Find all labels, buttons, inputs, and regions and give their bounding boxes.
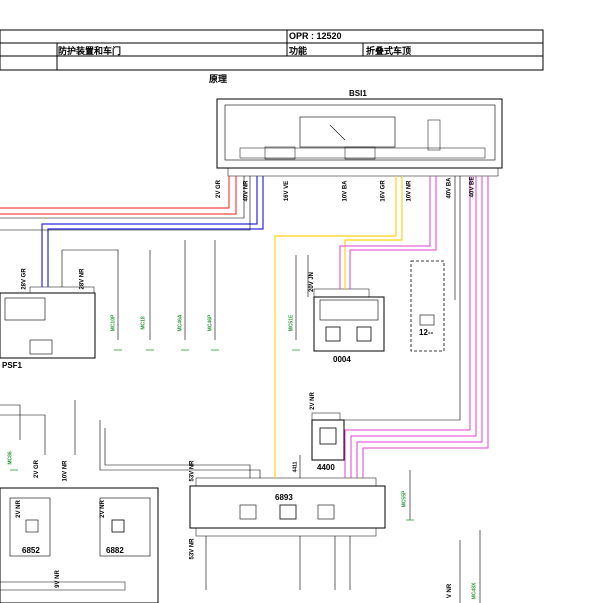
module-6893-label: 6893 <box>275 493 293 502</box>
left-connector-label: 9V NR <box>54 570 61 588</box>
module-12-label: 12-- <box>419 328 434 337</box>
module-6882-connector-label: 2V NR <box>99 500 106 518</box>
modules-6852-6882 <box>0 487 159 603</box>
wire-code: MC55P <box>401 490 408 508</box>
header-function-value: 折叠式车顶 <box>366 46 412 56</box>
red-wires <box>0 176 237 215</box>
psf-connector-label: 28V NR <box>79 268 86 290</box>
header-category: 防护装置和车门 <box>58 46 122 56</box>
header-function-label: 功能 <box>289 46 308 56</box>
wire-code: 4411 <box>292 461 299 473</box>
module-6893-connector-label: 53V NR <box>189 460 196 482</box>
psf-connector-label: 28V GR <box>21 268 28 290</box>
bsi-connector-label: 16V VE <box>284 180 291 202</box>
module-12 <box>410 260 445 352</box>
module-4400 <box>311 412 345 461</box>
module-0004 <box>313 288 385 352</box>
psf1-module <box>0 286 96 359</box>
module-6882-label: 6882 <box>106 546 124 555</box>
left-connector-label: 10V NR <box>62 460 69 482</box>
wire-code: MC10P <box>110 314 117 332</box>
bsi-connector-label: 10V BA <box>342 180 349 202</box>
blue-wires <box>41 176 264 287</box>
module-4400-label: 4400 <box>317 463 335 472</box>
module-6852-label: 6852 <box>22 546 40 555</box>
wire-code: MC46P <box>207 314 214 332</box>
bsi-connector-label: 2V GR <box>216 179 223 199</box>
right-connector-label: V NR <box>447 583 454 599</box>
header-table <box>0 29 544 71</box>
bsi1-label: BSI1 <box>349 89 367 98</box>
module-0004-connector-label: 20V JN <box>309 271 316 293</box>
bsi-connector-label: 40V NR <box>243 180 250 202</box>
bsi-connector-label: 16V GR <box>380 180 387 202</box>
module-6852-connector-label: 2V NR <box>15 500 22 518</box>
bsi1-module <box>216 98 503 177</box>
wire-code: MC48X <box>471 582 478 600</box>
bsi-connector-label: 40V BA <box>446 177 453 199</box>
diagram-title: 原理 <box>209 74 228 84</box>
black-wires <box>0 176 481 603</box>
yellow-wires <box>274 176 403 478</box>
wire-code: MC51E <box>288 314 295 332</box>
module-6893-connector-label: 53V NR <box>189 538 196 560</box>
bsi-connector-label: 10V NR <box>406 180 413 202</box>
bsi-connector-label: 40V BE <box>469 176 476 198</box>
module-4400-connector-label: 2V NR <box>309 392 316 410</box>
wire-code: MC46A <box>177 314 184 332</box>
module-0004-label: 0004 <box>333 355 351 364</box>
module-6893 <box>189 477 386 537</box>
ground-symbols <box>10 349 414 521</box>
header-opr: OPR : 12520 <box>289 31 342 41</box>
magenta-wires <box>339 176 489 478</box>
wire-code: MC18 <box>140 316 147 330</box>
psf1-label: PSF1 <box>2 361 23 370</box>
left-connector-label: 2V GR <box>34 459 41 479</box>
wire-code: MC86 <box>7 451 14 465</box>
